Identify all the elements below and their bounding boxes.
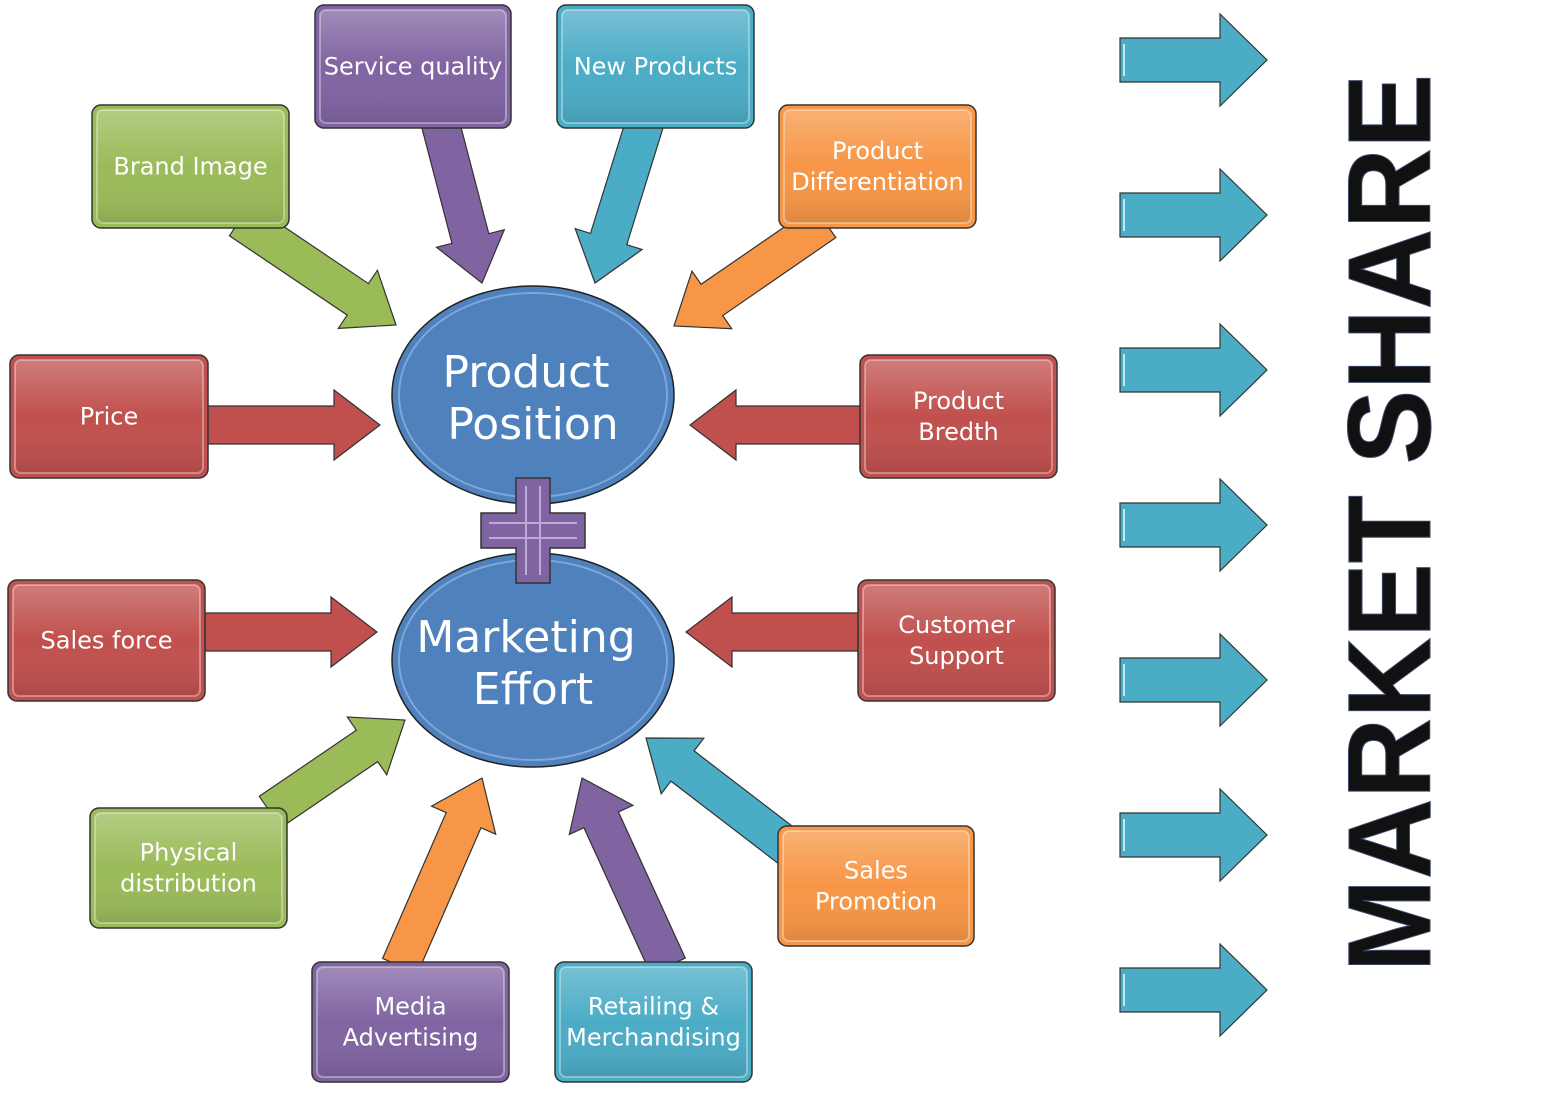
product-differentiation-label-line: Product — [832, 137, 923, 165]
right-arrow-icon — [1119, 477, 1268, 573]
market-share-text: MARKET SHARE — [1324, 74, 1456, 972]
brand-image-box-shine — [96, 109, 285, 224]
right-arrow-icon — [1119, 322, 1268, 418]
right-arrow-icon — [1119, 632, 1268, 728]
product-position-line-1: Product — [442, 347, 609, 398]
retailing-merchandising-box-shine — [559, 966, 748, 1078]
new-products-box: New Products — [556, 4, 755, 129]
brand-image-box: Brand Image — [91, 104, 290, 229]
plus-highlight — [489, 486, 577, 575]
product-differentiation-label-line: Differentiation — [791, 168, 964, 196]
svg-text:New Products: New Products — [574, 53, 738, 81]
brand-image-label-line: Brand Image — [113, 153, 267, 181]
marketing-effort-line-1: Marketing — [416, 612, 635, 663]
product-bredth-label-line: Product — [913, 387, 1004, 415]
price-box-shine — [14, 359, 204, 474]
service-quality-label-line: Service quality — [324, 53, 502, 81]
new-products-arrow — [574, 115, 664, 284]
plus-icon — [480, 477, 586, 584]
product-differentiation-arrow — [673, 205, 837, 330]
sales-force-box: Sales force — [7, 579, 206, 702]
sales-promotion-box-shine — [782, 830, 970, 942]
media-advertising-arrow — [568, 777, 687, 975]
sales-promotion-arrow — [381, 777, 497, 975]
right-arrow-icon — [1119, 12, 1268, 108]
sales-promotion-label-line: Promotion — [815, 888, 937, 916]
svg-text:Price: Price — [80, 403, 139, 431]
retailing-merchandising-label-line: Merchandising — [566, 1024, 741, 1052]
media-advertising-box-shine — [316, 966, 505, 1078]
retailing-merchandising-arrow — [645, 737, 805, 866]
sales-force-box-shine — [12, 584, 201, 697]
physical-distribution-box-shine — [94, 812, 283, 924]
factor-arrows — [201, 115, 865, 975]
physical-distribution-box: Physical distribution — [89, 807, 288, 929]
customer-support-label-line: Customer — [898, 611, 1015, 639]
new-products-label-line: New Products — [574, 53, 738, 81]
right-arrow-icon — [1119, 942, 1268, 1038]
service-quality-box: Service quality — [314, 4, 512, 129]
marketing-effort-node: Marketing Effort — [391, 552, 675, 768]
customer-support-arrow — [685, 595, 863, 669]
svg-text:Product Position: Product Position — [442, 347, 623, 450]
product-bredth-label-line: Bredth — [918, 418, 998, 446]
product-bredth-box-shine — [864, 359, 1053, 474]
service-quality-box-shine — [319, 9, 507, 124]
marketing-effort-line-2: Effort — [473, 664, 593, 715]
right-arrow-icon — [1119, 167, 1268, 263]
retailing-merchandising-label-line: Retailing & — [588, 993, 719, 1021]
sales-force-arrow — [201, 595, 378, 669]
right-arrow-icon — [1119, 787, 1268, 883]
price-box: Price — [9, 354, 209, 479]
product-position-line-2: Position — [447, 399, 618, 450]
market-share-arrows — [1119, 12, 1268, 1038]
sales-force-label-line: Sales force — [41, 627, 173, 655]
service-quality-arrow — [420, 116, 506, 284]
physical-distribution-arrow — [258, 716, 406, 829]
media-advertising-label-line: Media — [374, 993, 446, 1021]
retailing-merchandising-box: Retailing & Merchandising — [554, 961, 753, 1083]
svg-text:Brand Image: Brand Image — [113, 153, 267, 181]
physical-distribution-label-line: Physical — [140, 839, 238, 867]
svg-text:Service quality: Service quality — [324, 53, 502, 81]
svg-text:Marketing Effort: Marketing Effort — [416, 612, 649, 715]
sales-promotion-label-line: Sales — [844, 857, 908, 885]
market-share-title: MARKET SHARE — [1324, 74, 1457, 973]
media-advertising-label-line: Advertising — [343, 1024, 479, 1052]
new-products-box-shine — [561, 9, 750, 124]
svg-text:Sales force: Sales force — [41, 627, 173, 655]
price-arrow — [204, 388, 381, 462]
product-bredth-arrow — [689, 388, 865, 462]
physical-distribution-label-line: distribution — [120, 870, 257, 898]
price-label-line: Price — [80, 403, 139, 431]
svg-text:Retailing &Merchandising: Retailing & Merchandising — [566, 993, 741, 1052]
product-position-node: Product Position — [391, 285, 675, 505]
customer-support-box-shine — [862, 584, 1051, 697]
product-differentiation-box-shine — [783, 109, 972, 224]
customer-support-label-line: Support — [909, 642, 1004, 670]
